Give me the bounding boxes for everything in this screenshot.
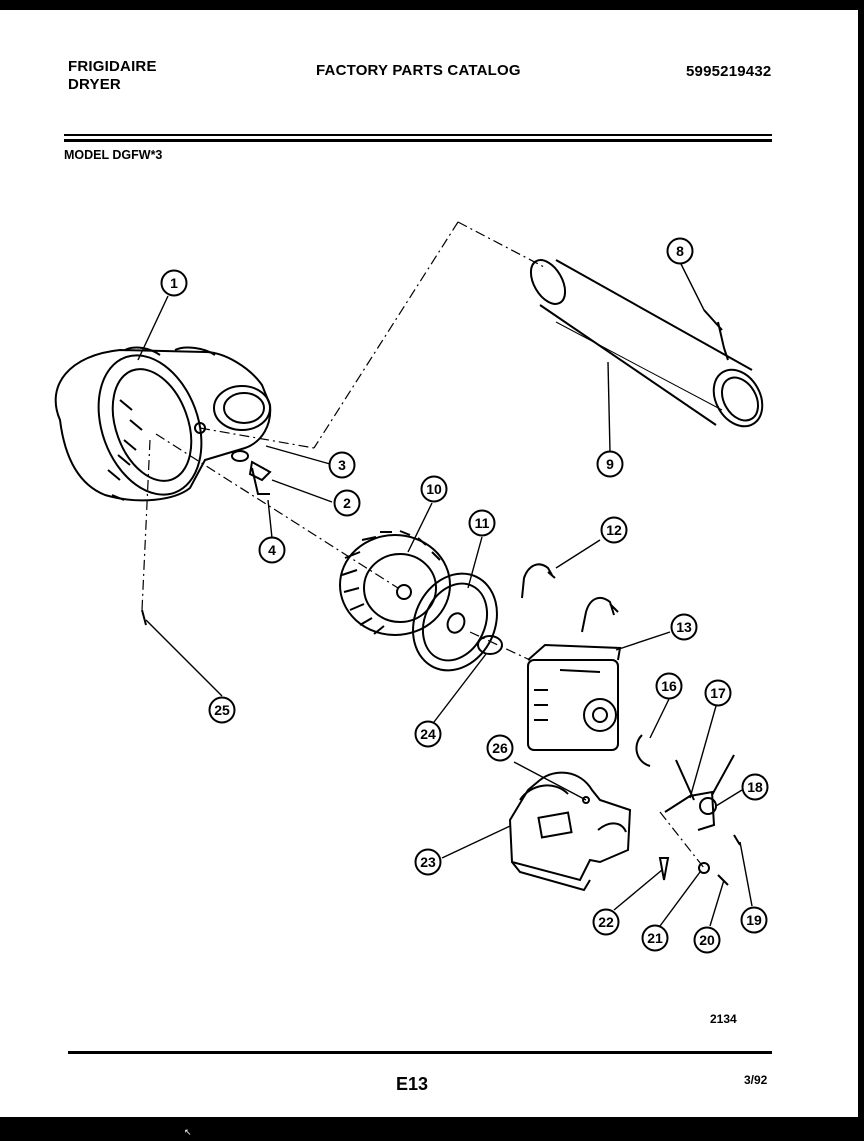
- svg-text:10: 10: [426, 481, 442, 497]
- callout-1: 1: [160, 269, 188, 297]
- part-motor: [527, 643, 622, 751]
- svg-text:1: 1: [170, 275, 178, 291]
- callout-26: 26: [486, 734, 514, 762]
- part-screw-8: [703, 309, 729, 361]
- part-hardware-3-2-4: [194, 422, 272, 495]
- svg-text:11: 11: [475, 515, 490, 531]
- part-nut-21: [698, 862, 710, 874]
- callout-13: 13: [670, 613, 698, 641]
- svg-text:12: 12: [606, 522, 622, 538]
- product-name: DRYER: [68, 76, 121, 93]
- callout-25: 25: [208, 696, 236, 724]
- svg-text:24: 24: [420, 726, 436, 742]
- callout-bubbles: 1 3 2 4 8 9 10 11 12 13 16 17 18 19 20 2…: [160, 237, 769, 954]
- mouse-cursor-icon: ↖: [184, 1127, 192, 1137]
- callout-16: 16: [655, 672, 683, 700]
- catalog-number: 5995219432: [686, 63, 772, 80]
- callout-9: 9: [596, 450, 624, 478]
- svg-text:9: 9: [606, 456, 614, 472]
- scan-border-top: [0, 0, 864, 10]
- svg-text:18: 18: [747, 779, 763, 795]
- part-motor-mount: [508, 771, 632, 892]
- svg-text:23: 23: [420, 854, 436, 870]
- svg-text:20: 20: [699, 932, 715, 948]
- svg-text:8: 8: [676, 243, 684, 259]
- callout-24: 24: [414, 720, 442, 748]
- callout-18: 18: [741, 773, 769, 801]
- callout-21: 21: [641, 924, 669, 952]
- footer-rule: [68, 1051, 772, 1054]
- part-blower-housing: [54, 346, 272, 502]
- callout-20: 20: [693, 926, 721, 954]
- part-spring-22: [658, 857, 670, 881]
- header-rule-thick: [64, 139, 772, 142]
- callout-22: 22: [592, 908, 620, 936]
- svg-text:17: 17: [710, 685, 726, 701]
- part-exhaust-duct: [529, 259, 764, 428]
- svg-text:3: 3: [338, 457, 346, 473]
- callout-17: 17: [704, 679, 732, 707]
- part-screw-25: [141, 609, 147, 626]
- scan-border-bottom: [0, 1117, 864, 1141]
- svg-text:26: 26: [492, 740, 508, 756]
- svg-text:19: 19: [746, 912, 762, 928]
- part-seal-ring: [477, 635, 503, 655]
- model-label: MODEL DGFW*3: [64, 148, 163, 162]
- callout-leaders: [137, 263, 753, 927]
- part-clamp-12a: [521, 563, 556, 599]
- svg-text:13: 13: [676, 619, 692, 635]
- callout-12: 12: [600, 516, 628, 544]
- alignment-lines: [141, 221, 705, 869]
- svg-text:21: 21: [647, 930, 663, 946]
- page-number: E13: [396, 1074, 429, 1094]
- brand-block: FRIGIDAIRE DRYER: [68, 58, 157, 94]
- callout-3: 3: [328, 451, 356, 479]
- part-blower-wheel: [339, 530, 451, 636]
- svg-text:16: 16: [661, 678, 677, 694]
- part-screw-20: [717, 874, 729, 886]
- part-wire-16: [635, 734, 651, 767]
- callout-19: 19: [740, 906, 768, 934]
- part-screw-19: [733, 834, 741, 846]
- svg-text:4: 4: [268, 542, 276, 558]
- callout-10: 10: [420, 475, 448, 503]
- callout-2: 2: [333, 489, 361, 517]
- brand-name: FRIGIDAIRE: [68, 58, 157, 75]
- part-clamp-12b: [581, 596, 619, 633]
- callout-8: 8: [666, 237, 694, 265]
- svg-text:25: 25: [214, 702, 230, 718]
- svg-text:2: 2: [343, 495, 351, 511]
- figure-number: 2134: [710, 1012, 737, 1026]
- callout-23: 23: [414, 848, 442, 876]
- callout-11: 11: [468, 509, 496, 537]
- catalog-title: FACTORY PARTS CATALOG: [316, 62, 521, 79]
- callout-4: 4: [258, 536, 286, 564]
- svg-text:22: 22: [598, 914, 614, 930]
- part-screw-26: [582, 796, 590, 804]
- header-rule-thin: [64, 134, 772, 136]
- revision-date: 3/92: [744, 1073, 768, 1087]
- part-seal-plate: [412, 572, 498, 672]
- scan-border-right: [858, 0, 864, 1141]
